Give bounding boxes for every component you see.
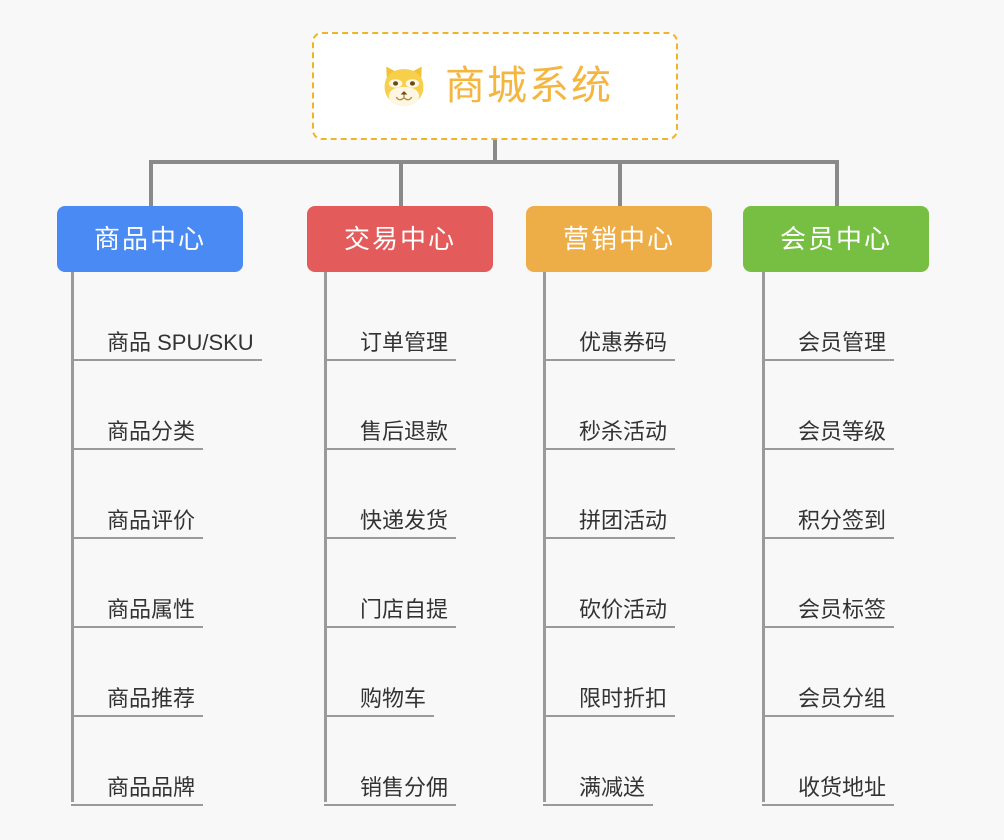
list-item[interactable]: 快递发货 (324, 450, 534, 539)
connector-horizontal-bus (149, 160, 837, 164)
connector-drop-3 (618, 160, 622, 206)
list-item[interactable]: 售后退款 (324, 361, 534, 450)
list-item-label: 售后退款 (360, 418, 449, 444)
list-item[interactable]: 收货地址 (762, 717, 972, 806)
list-item-label: 商品属性 (107, 596, 196, 622)
item-underline (71, 626, 203, 628)
category-label: 营销中心 (562, 224, 675, 254)
list-item[interactable]: 会员管理 (762, 272, 972, 361)
list-item[interactable]: 限时折扣 (543, 628, 753, 717)
connector-drop-2 (399, 160, 403, 206)
connector-root-stem (493, 140, 497, 162)
list-item-label: 订单管理 (360, 329, 449, 355)
list-item-label: 商品推荐 (107, 685, 196, 711)
list-item[interactable]: 秒杀活动 (543, 361, 753, 450)
item-underline (543, 359, 675, 361)
item-underline (324, 537, 456, 539)
list-item-label: 商品评价 (107, 507, 196, 533)
list-item-label: 购物车 (360, 685, 427, 711)
list-item-label: 会员分组 (798, 685, 887, 711)
item-column-0: 商品 SPU/SKU 商品分类 商品评价 商品属性 商品推荐 商品品牌 (71, 272, 281, 806)
list-item-label: 会员等级 (798, 418, 887, 444)
list-item[interactable]: 会员等级 (762, 361, 972, 450)
list-item[interactable]: 优惠券码 (543, 272, 753, 361)
shiba-dog-face-icon (377, 59, 431, 113)
list-item[interactable]: 商品评价 (71, 450, 281, 539)
item-underline (762, 626, 894, 628)
list-item-label: 销售分佣 (360, 774, 449, 800)
connector-drop-4 (835, 160, 839, 206)
item-underline (543, 626, 675, 628)
list-item[interactable]: 商品品牌 (71, 717, 281, 806)
list-item[interactable]: 砍价活动 (543, 539, 753, 628)
list-item[interactable]: 销售分佣 (324, 717, 534, 806)
list-item[interactable]: 会员标签 (762, 539, 972, 628)
root-title: 商城系统 (445, 64, 613, 108)
item-underline (543, 448, 675, 450)
list-item[interactable]: 购物车 (324, 628, 534, 717)
item-underline (543, 715, 675, 717)
list-item-label: 商品品牌 (107, 774, 196, 800)
category-box-0[interactable]: 商品中心 (57, 206, 243, 272)
list-item[interactable]: 拼团活动 (543, 450, 753, 539)
root-node[interactable]: 商城系统 (312, 32, 678, 140)
list-item-label: 会员管理 (798, 329, 887, 355)
list-item[interactable]: 商品属性 (71, 539, 281, 628)
list-item-label: 快递发货 (360, 507, 449, 533)
item-underline (324, 448, 456, 450)
list-item-label: 拼团活动 (579, 507, 668, 533)
list-item-label: 商品 SPU/SKU (107, 329, 254, 355)
category-label: 商品中心 (93, 224, 206, 254)
list-item[interactable]: 积分签到 (762, 450, 972, 539)
item-underline (71, 359, 262, 361)
list-item[interactable]: 商品 SPU/SKU (71, 272, 281, 361)
item-underline (543, 804, 653, 806)
list-item[interactable]: 满减送 (543, 717, 753, 806)
list-item-label: 满减送 (579, 774, 646, 800)
item-underline (324, 715, 434, 717)
item-underline (762, 537, 894, 539)
list-item-label: 限时折扣 (579, 685, 668, 711)
item-underline (762, 804, 894, 806)
list-item[interactable]: 会员分组 (762, 628, 972, 717)
item-underline (71, 448, 203, 450)
item-underline (762, 715, 894, 717)
item-column-1: 订单管理 售后退款 快递发货 门店自提 购物车 销售分佣 (324, 272, 534, 806)
list-item[interactable]: 订单管理 (324, 272, 534, 361)
list-item-label: 秒杀活动 (579, 418, 668, 444)
list-item-label: 收货地址 (798, 774, 887, 800)
category-box-1[interactable]: 交易中心 (307, 206, 493, 272)
item-underline (762, 448, 894, 450)
item-underline (71, 537, 203, 539)
category-box-3[interactable]: 会员中心 (743, 206, 929, 272)
list-item[interactable]: 商品推荐 (71, 628, 281, 717)
list-item[interactable]: 商品分类 (71, 361, 281, 450)
list-item-label: 门店自提 (360, 596, 449, 622)
item-underline (71, 804, 203, 806)
category-label: 交易中心 (343, 224, 456, 254)
category-label: 会员中心 (779, 224, 892, 254)
list-item-label: 优惠券码 (579, 329, 668, 355)
connector-drop-1 (149, 160, 153, 206)
category-box-2[interactable]: 营销中心 (526, 206, 712, 272)
list-item-label: 砍价活动 (579, 596, 668, 622)
item-underline (71, 715, 203, 717)
item-underline (543, 537, 675, 539)
list-item[interactable]: 门店自提 (324, 539, 534, 628)
item-column-3: 会员管理 会员等级 积分签到 会员标签 会员分组 收货地址 (762, 272, 972, 806)
item-underline (324, 359, 456, 361)
item-underline (762, 359, 894, 361)
list-item-label: 积分签到 (798, 507, 887, 533)
list-item-label: 商品分类 (107, 418, 196, 444)
item-underline (324, 804, 456, 806)
list-item-label: 会员标签 (798, 596, 887, 622)
item-underline (324, 626, 456, 628)
item-column-2: 优惠券码 秒杀活动 拼团活动 砍价活动 限时折扣 满减送 (543, 272, 753, 806)
